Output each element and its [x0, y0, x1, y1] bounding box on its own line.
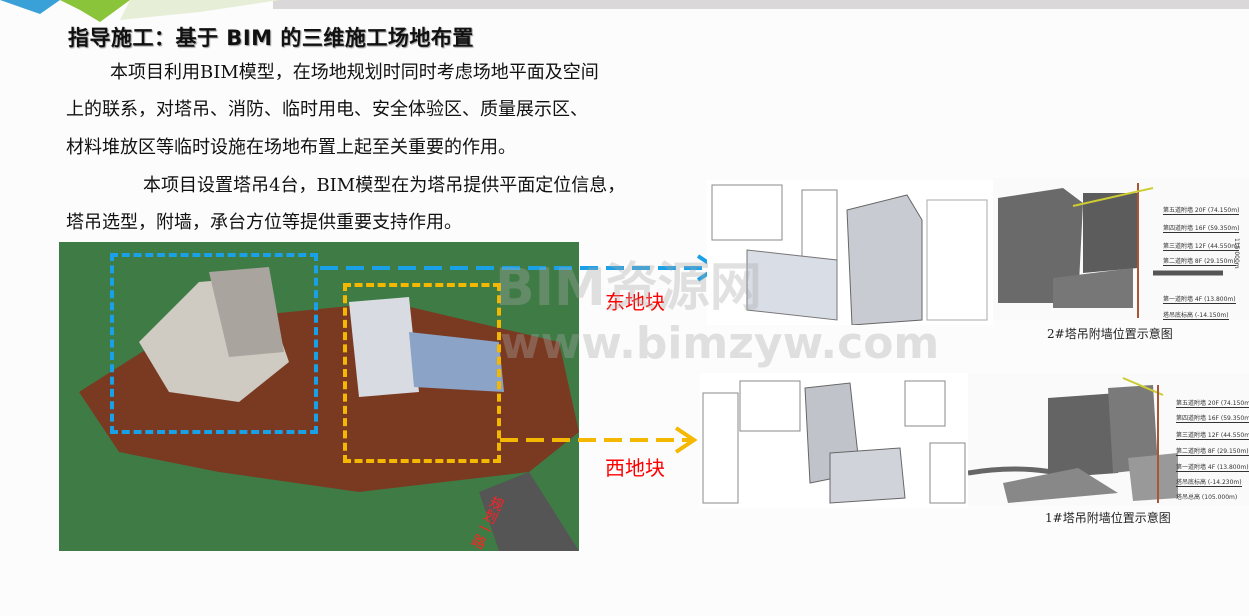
east-block-outline	[110, 253, 318, 434]
west-drawing-graphic	[702, 380, 966, 504]
callout: 第四道附墙 16F (59.350m)	[1163, 225, 1240, 233]
callout: 第二道附墙 8F (29.150m)	[1163, 258, 1236, 266]
callout: 第三道附墙 12F (44.550m)	[1163, 243, 1240, 251]
crane1-model: 第五道附墙 20F (74.150m) 第四道附墙 16F (59.350m) …	[968, 373, 1249, 505]
header-bar	[273, 0, 1249, 9]
callout: 第五道附墙 20F (74.150m)	[1176, 398, 1249, 408]
crane-height: 115.000m	[1233, 238, 1240, 269]
watermark-url: www.bimzyw.com	[500, 318, 940, 369]
crane2-caption: 2#塔吊附墙位置示意图	[1047, 327, 1173, 341]
callout: 第三道附墙 12F (44.550m)	[1176, 430, 1249, 440]
callout: 第四道附墙 16F (59.350m)	[1176, 413, 1249, 423]
paragraph-line: 上的联系，对塔吊、消防、临时用电、安全体验区、质量展示区、	[66, 99, 588, 120]
callout: 第一道附墙 4F (13.800m)	[1176, 464, 1249, 472]
callout: 塔吊底标高 (-14.150m)	[1163, 312, 1229, 320]
corner-decoration	[0, 0, 280, 22]
slide-title: 指导施工：基于 BIM 的三维施工场地布置	[68, 26, 474, 50]
callout: 第五道附墙 20F (74.150m)	[1163, 207, 1240, 215]
watermark-logo: BIM资源网	[495, 258, 762, 318]
crane2-model: 第五道附墙 20F (74.150m) 第四道附墙 16F (59.350m) …	[993, 178, 1249, 320]
callout: 第一道附墙 4F (13.800m)	[1163, 296, 1236, 304]
callout: 塔吊总高 (105.000m)	[1176, 494, 1238, 501]
crane2-graphic	[998, 183, 1223, 318]
east-drawing-graphic	[711, 184, 988, 325]
west-arrow-head	[674, 426, 698, 454]
west-block-outline	[343, 283, 501, 463]
site-render	[59, 242, 579, 551]
paragraph-line: 本项目利用BIM模型，在场地规划时同时考虑场地平面及空间	[110, 62, 599, 83]
crane1-graphic	[968, 377, 1178, 503]
east-elevation-drawing	[707, 180, 993, 325]
west-elevation-drawing	[700, 373, 968, 508]
site-layout-image: 规划一路	[59, 242, 579, 551]
paragraph-line: 塔吊选型，附墙，承台方位等提供重要支持作用。	[66, 212, 462, 233]
crane1-caption: 1#塔吊附墙位置示意图	[1045, 511, 1171, 525]
east-block-label: 东地块	[605, 290, 665, 314]
paragraph-line: 材料堆放区等临时设施在场地布置上起至关重要的作用。	[66, 137, 516, 158]
paragraph-line: 本项目设置塔吊4台，BIM模型在为塔吊提供平面定位信息，	[143, 175, 626, 196]
callout: 塔吊底标高 (-14.230m)	[1176, 479, 1242, 487]
west-block-label: 西地块	[605, 456, 665, 480]
callout: 第二道附墙 8F (29.150m)	[1176, 448, 1249, 456]
